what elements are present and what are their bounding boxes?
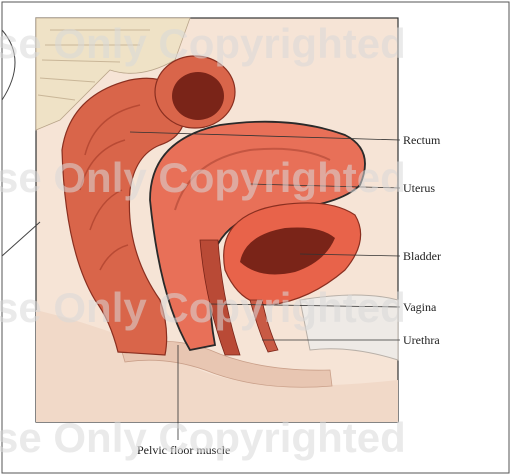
watermark: se Only Copyrighted <box>0 20 406 67</box>
label-vagina: Vagina <box>403 300 437 314</box>
watermark: se Only Copyrighted <box>0 284 406 331</box>
watermark: se Only Copyrighted <box>0 154 406 201</box>
label-urethra: Urethra <box>403 333 440 347</box>
label-rectum: Rectum <box>403 133 441 147</box>
label-bladder: Bladder <box>403 249 441 263</box>
label-uterus: Uterus <box>403 181 435 195</box>
watermark: se Only Copyrighted <box>0 414 406 461</box>
